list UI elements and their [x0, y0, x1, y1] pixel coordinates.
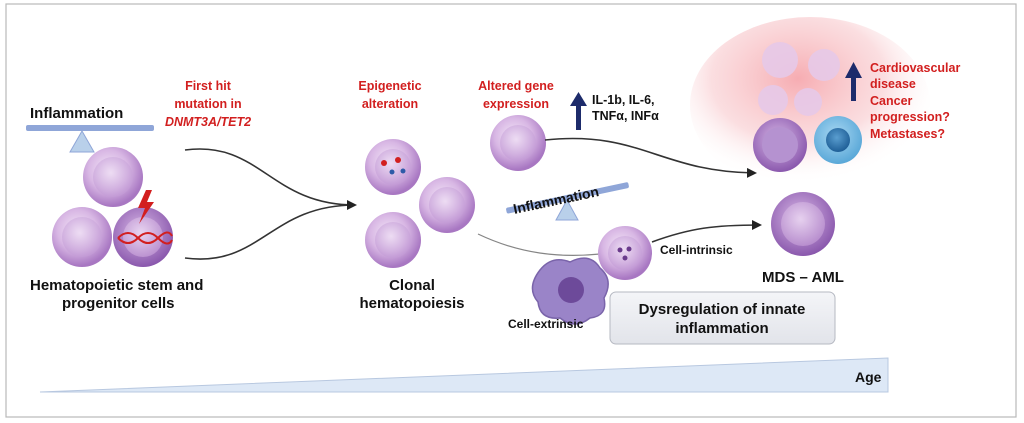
altered-gene-line1: Altered gene	[478, 79, 554, 93]
age-wedge	[39, 357, 889, 393]
lightning-icon	[138, 190, 154, 224]
clonal-label-line2: hematopoiesis	[359, 295, 464, 312]
dysregulation-box	[609, 291, 836, 345]
seesaw-middle	[506, 182, 629, 221]
path-to-dysregulation	[477, 233, 601, 256]
epigenetic-line2: alteration	[362, 97, 418, 111]
dysregulation-line1: Dysregulation of innate	[639, 301, 806, 318]
outcome-line3: Cancer	[870, 94, 913, 108]
age-label: Age	[855, 369, 882, 385]
outcome-cells	[753, 42, 862, 172]
cytokines-line1: IL-1b, IL-6,	[592, 93, 655, 107]
first-hit-line3: DNMT3A/TET2	[165, 115, 251, 129]
first-hit-line2: mutation in	[174, 97, 241, 111]
hspc-cells	[52, 147, 173, 267]
altered-gene-line2: expression	[483, 97, 549, 111]
hspc-label-line1: Hematopoietic stem and	[30, 277, 203, 294]
cytokine-up-arrow-icon	[570, 92, 587, 130]
dysregulation-line2: inflammation	[675, 320, 768, 337]
hspc-label-line2: progenitor cells	[62, 295, 175, 312]
macrophage-cell	[531, 257, 609, 325]
clonal-cells	[365, 139, 475, 268]
cell-intrinsic-label: Cell-intrinsic	[660, 243, 733, 257]
clonal-label-line1: Clonal	[389, 277, 435, 294]
outcome-up-arrow-icon	[845, 62, 862, 101]
outcome-line2: disease	[870, 77, 916, 91]
path-to-outcomes	[544, 137, 757, 178]
outcome-line1: Cardiovascular	[870, 61, 960, 75]
converge-path-bottom	[184, 200, 357, 260]
converge-path-top	[184, 148, 356, 206]
seesaw-left	[26, 125, 154, 153]
first-hit-line1: First hit	[185, 79, 232, 93]
inflammation-left-label: Inflammation	[30, 105, 123, 122]
mds-aml-label: MDS – AML	[762, 269, 844, 286]
epigenetic-line1: Epigenetic	[358, 79, 421, 93]
cytokines-line2: TNFα, INFα	[592, 109, 659, 123]
dna-strand	[117, 231, 173, 244]
outcome-line5: Metastases?	[870, 127, 945, 141]
cell-extrinsic-label: Cell-extrinsic	[508, 317, 584, 331]
outcome-line4: progression?	[870, 110, 950, 124]
path-to-mds-aml	[651, 220, 762, 243]
